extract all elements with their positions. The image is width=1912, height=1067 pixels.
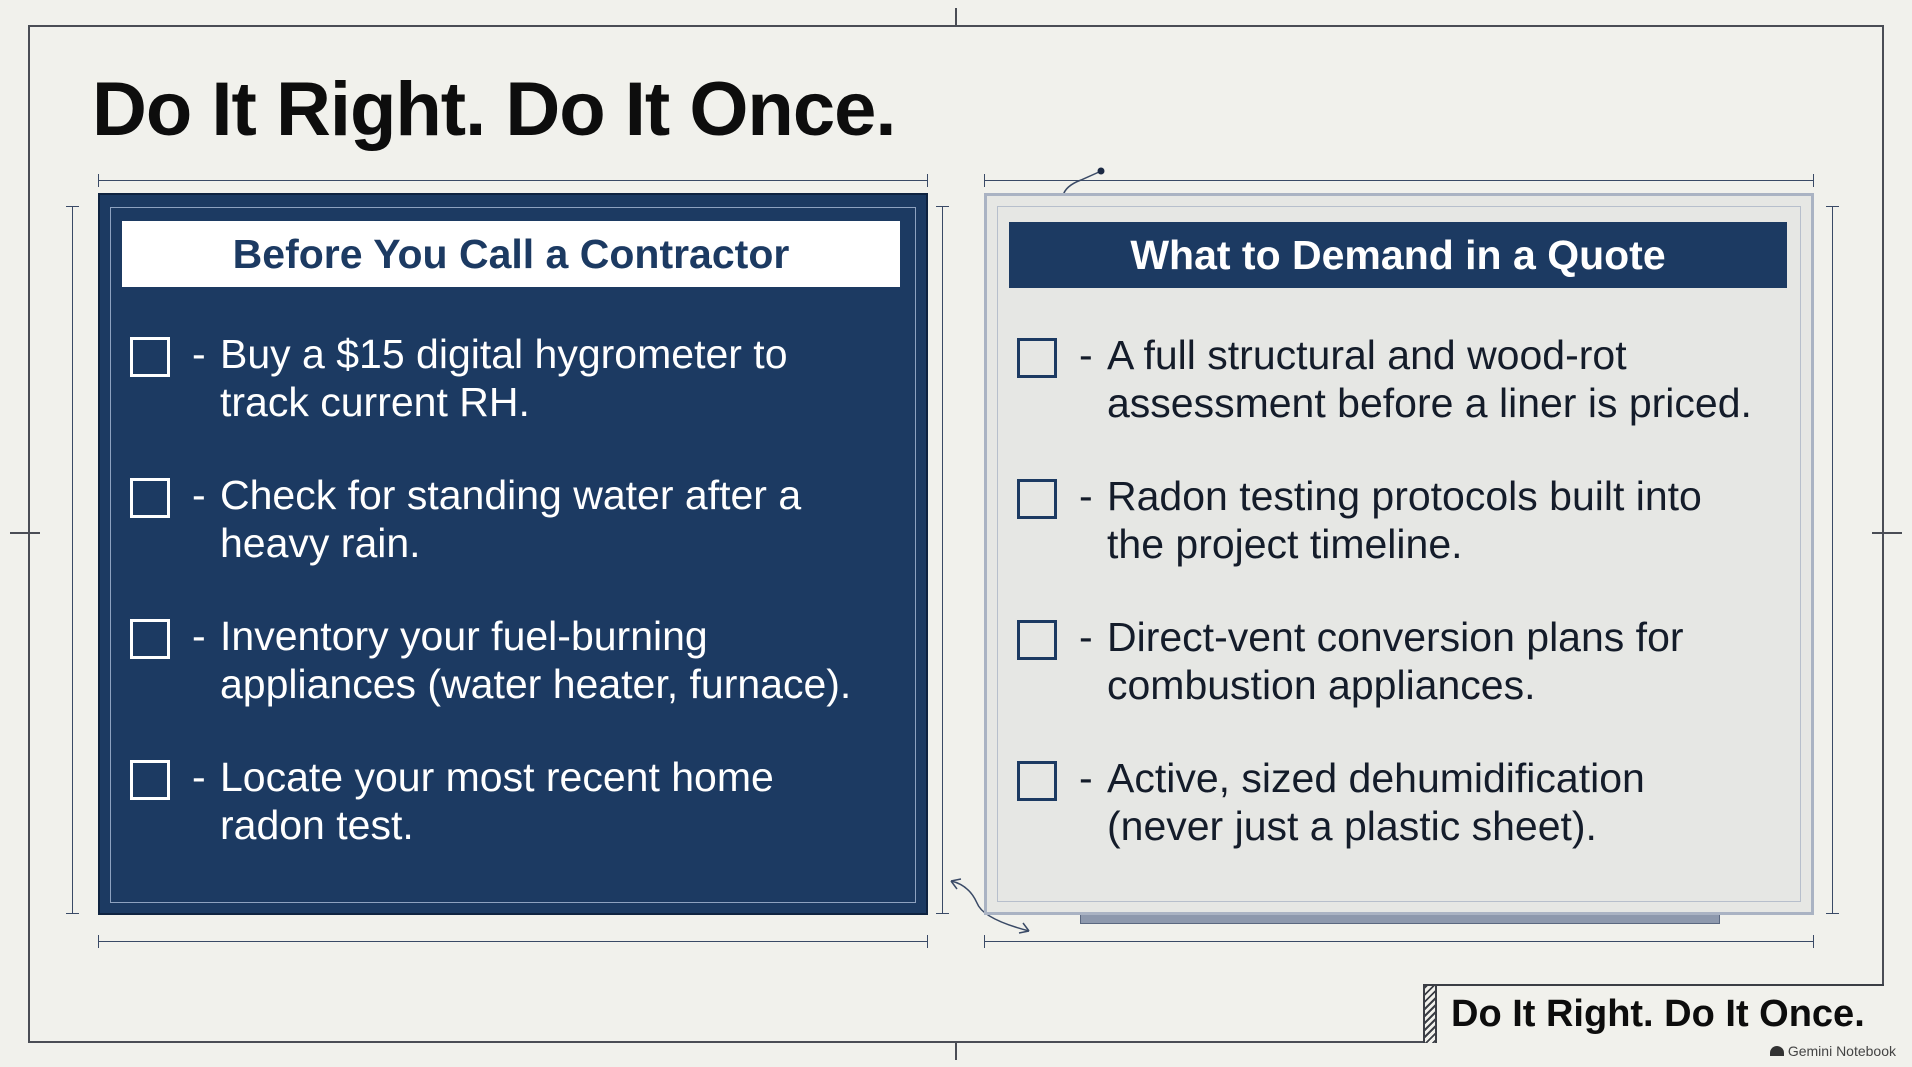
footer-title: Do It Right. Do It Once. bbox=[1451, 993, 1865, 1035]
frame-tick-bottom bbox=[955, 1042, 957, 1060]
item-dash: - bbox=[1079, 473, 1093, 519]
item-dash: - bbox=[192, 472, 206, 518]
watermark-label: Gemini Notebook bbox=[1787, 1043, 1896, 1059]
item-text: A full structural and wood-rot assessmen… bbox=[1107, 332, 1752, 426]
watermark: Gemini Notebook bbox=[1763, 1041, 1902, 1061]
item-text: Check for standing water after a heavy r… bbox=[220, 472, 802, 566]
dimension-line-left-side bbox=[66, 206, 79, 914]
dimension-line-right-bottom bbox=[984, 935, 1814, 948]
title-block: Do It Right. Do It Once. bbox=[1423, 984, 1884, 1043]
frame-tick-right bbox=[1872, 532, 1902, 534]
checklist-item: - Buy a $15 digital hygrometer to track … bbox=[130, 330, 900, 471]
dimension-line-left-bottom bbox=[98, 935, 928, 948]
gemini-logo-icon bbox=[1769, 1046, 1784, 1056]
checklist-item: - Active, sized dehumidification (never … bbox=[1017, 754, 1787, 895]
panel-header: Before You Call a Contractor bbox=[122, 221, 900, 287]
checkbox[interactable] bbox=[1017, 479, 1057, 519]
checkbox[interactable] bbox=[130, 337, 170, 377]
dimension-line-mid-side bbox=[936, 206, 949, 914]
item-dash: - bbox=[192, 331, 206, 377]
title-block-hatch bbox=[1425, 986, 1437, 1043]
item-text: Buy a $15 digital hygrometer to track cu… bbox=[220, 331, 788, 425]
panel-inner-border bbox=[110, 207, 916, 903]
item-dash: - bbox=[1079, 614, 1093, 660]
checklist-item: - Check for standing water after a heavy… bbox=[130, 471, 900, 612]
checkbox[interactable] bbox=[1017, 338, 1057, 378]
dimension-line-left-top bbox=[98, 174, 928, 187]
panel-header: What to Demand in a Quote bbox=[1009, 222, 1787, 288]
frame-tick-top bbox=[955, 8, 957, 26]
checklist-item: - Radon testing protocols built into the… bbox=[1017, 472, 1787, 613]
checklist: - Buy a $15 digital hygrometer to track … bbox=[130, 330, 900, 894]
dimension-line-right-side bbox=[1826, 206, 1839, 914]
quote-demands-panel: What to Demand in a Quote - A full struc… bbox=[984, 193, 1814, 915]
item-text: Direct-vent conversion plans for combust… bbox=[1107, 614, 1684, 708]
checkbox[interactable] bbox=[130, 619, 170, 659]
item-dash: - bbox=[1079, 332, 1093, 378]
frame-tick-left bbox=[10, 532, 40, 534]
checklist-item: - A full structural and wood-rot assessm… bbox=[1017, 331, 1787, 472]
panel-inner-border bbox=[997, 206, 1801, 902]
item-text: Locate your most recent home radon test. bbox=[220, 754, 774, 848]
item-text: Inventory your fuel-burning appliances (… bbox=[220, 613, 852, 707]
checkbox[interactable] bbox=[130, 478, 170, 518]
dimension-line-right-top bbox=[984, 174, 1814, 187]
before-contractor-panel: Before You Call a Contractor - Buy a $15… bbox=[98, 193, 928, 915]
item-text: Active, sized dehumidification (never ju… bbox=[1107, 755, 1645, 849]
checkbox[interactable] bbox=[1017, 761, 1057, 801]
checklist: - A full structural and wood-rot assessm… bbox=[1017, 331, 1787, 895]
item-text: Radon testing protocols built into the p… bbox=[1107, 473, 1702, 567]
checklist-item: - Inventory your fuel-burning appliances… bbox=[130, 612, 900, 753]
checkbox[interactable] bbox=[130, 760, 170, 800]
page-title: Do It Right. Do It Once. bbox=[92, 67, 897, 152]
checkbox[interactable] bbox=[1017, 620, 1057, 660]
item-dash: - bbox=[1079, 755, 1093, 801]
item-dash: - bbox=[192, 613, 206, 659]
checklist-item: - Locate your most recent home radon tes… bbox=[130, 753, 900, 894]
checklist-item: - Direct-vent conversion plans for combu… bbox=[1017, 613, 1787, 754]
item-dash: - bbox=[192, 754, 206, 800]
